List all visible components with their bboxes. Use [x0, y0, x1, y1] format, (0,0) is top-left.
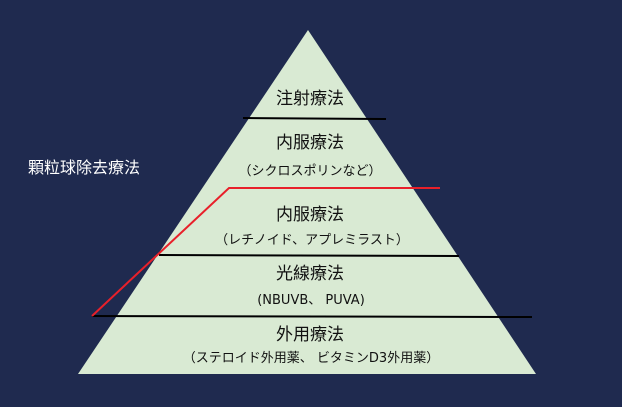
tier-5-name: 外用療法	[276, 325, 344, 345]
tier-2-name: 内服療法	[276, 133, 344, 153]
tier-divider-4	[91, 315, 533, 318]
pyramid-shape	[78, 30, 536, 374]
tier-3-name: 内服療法	[276, 205, 344, 225]
tier-divider-1	[242, 117, 387, 120]
tier-2-note: （シクロスポリンなど）	[238, 164, 381, 179]
apheresis-bracket-line	[91, 187, 440, 317]
tier-4-note: (NBUVB、 PUVA)	[257, 293, 365, 308]
tier-1-name: 注射療法	[276, 89, 344, 109]
tier-3-note: （レチノイド、アプレミラスト）	[215, 233, 409, 248]
tier-divider-3	[158, 254, 460, 257]
tier-4-name: 光線療法	[276, 264, 344, 284]
tier-5-note: （ステロイド外用薬、 ビタミンD3外用薬）	[183, 351, 439, 366]
side-label: 顆粒球除去療法	[28, 158, 140, 177]
